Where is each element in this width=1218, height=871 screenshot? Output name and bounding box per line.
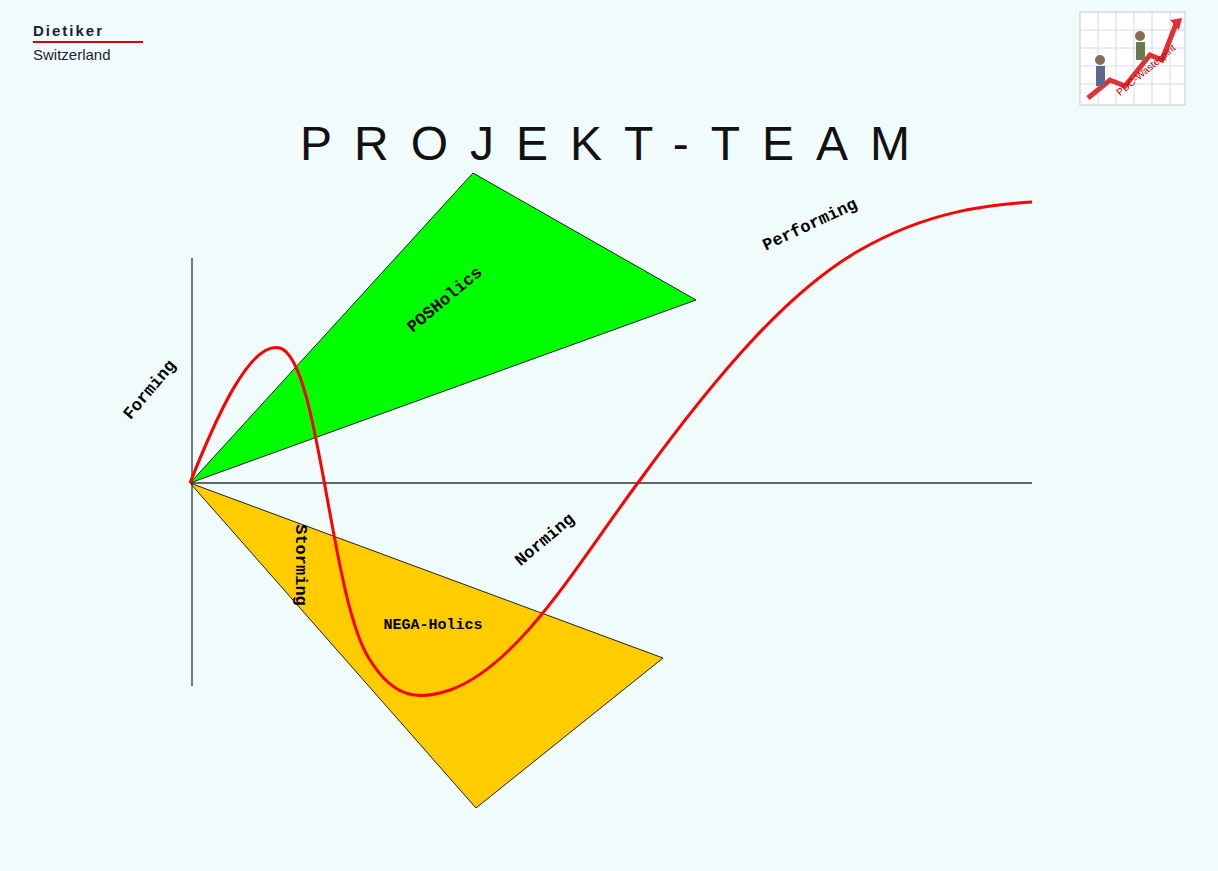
x-axis: [190, 482, 1032, 483]
y-axis: [191, 258, 192, 686]
title: PROJEKT-TEAM: [278, 116, 932, 171]
triangle-shape: [190, 173, 696, 483]
phase-label: Norming: [512, 510, 579, 570]
triangle-shape: [190, 483, 663, 808]
logo-name: Dietiker: [33, 22, 104, 39]
phase-label: Performing: [760, 195, 861, 255]
positive-triangle: POSHolics: [190, 173, 696, 483]
negative-triangle: NEGA-Holics: [190, 483, 663, 808]
team-curve: [190, 202, 1032, 696]
logo-country: Switzerland: [33, 46, 111, 63]
phase-label: Forming: [120, 357, 180, 424]
phase-label: Storming: [291, 524, 310, 606]
logo-underline: [33, 41, 143, 43]
corner-picture: [1080, 12, 1185, 105]
region-label: NEGA-Holics: [383, 617, 482, 634]
